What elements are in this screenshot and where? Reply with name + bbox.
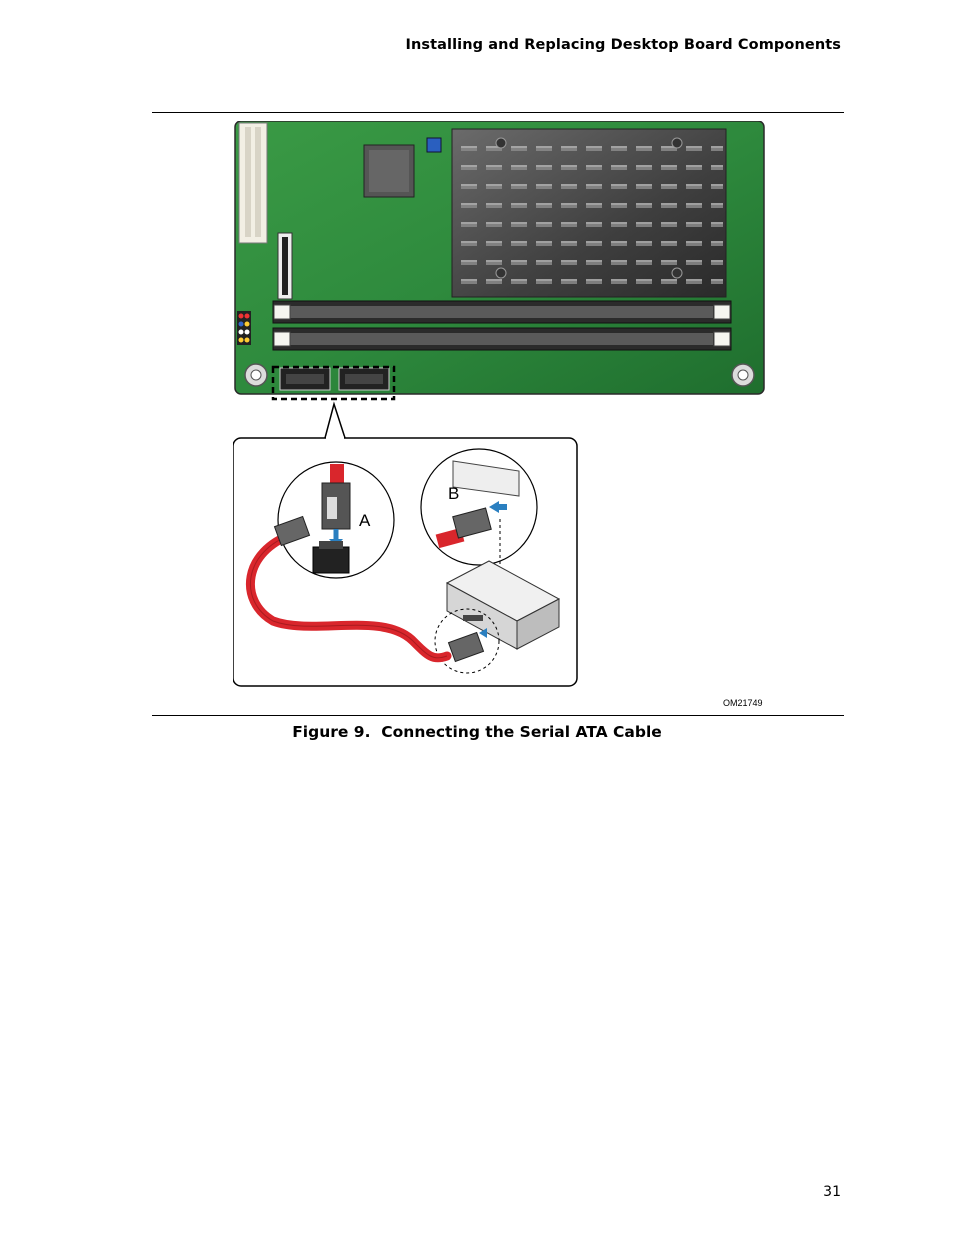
figure-id: OM21749	[723, 698, 763, 708]
front-panel-header	[237, 311, 251, 345]
caption-number: Figure 9.	[292, 723, 371, 741]
caption-title: Connecting the Serial ATA Cable	[381, 723, 662, 741]
running-header: Installing and Replacing Desktop Board C…	[405, 37, 841, 53]
page-number: 31	[823, 1184, 841, 1200]
sata-ports	[279, 367, 390, 391]
top-rule	[152, 112, 844, 113]
figure-illustration: A B OM21749	[233, 121, 766, 711]
callout-label-b: B	[448, 484, 459, 503]
sata-connection-diagram: A B OM21749	[233, 121, 765, 708]
figure-caption: Figure 9. Connecting the Serial ATA Cabl…	[0, 723, 954, 741]
memory-slots	[272, 300, 732, 351]
hard-drive	[445, 560, 561, 650]
motherboard	[234, 121, 765, 395]
heatsink	[451, 128, 727, 298]
callout-label-a: A	[359, 511, 371, 530]
callout-box	[233, 436, 578, 687]
bottom-rule	[152, 715, 844, 716]
caption-gap	[370, 723, 381, 741]
